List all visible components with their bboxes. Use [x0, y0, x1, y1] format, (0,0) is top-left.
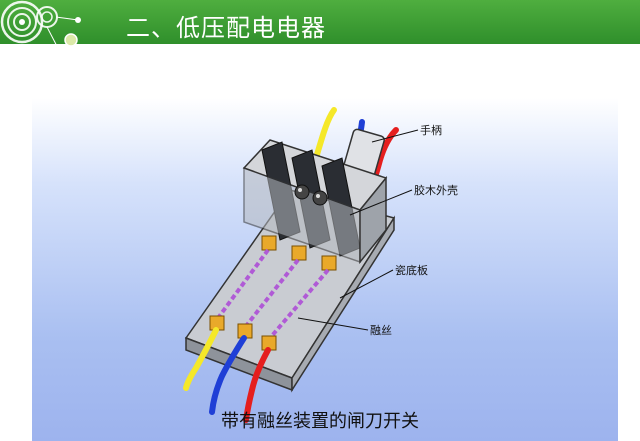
fuse-wire-3 — [268, 268, 330, 340]
leader-line-fuse — [297, 317, 369, 331]
leader-line-base — [339, 269, 394, 299]
screw-head-right — [312, 190, 328, 206]
screw-head-left — [294, 184, 310, 200]
bakelite-shell-side — [359, 175, 387, 265]
label-handle: 手柄 — [420, 124, 442, 137]
upper-terminal-3 — [321, 255, 337, 271]
fuse-wire-1 — [216, 248, 270, 320]
label-fuse-wire: 融丝 — [370, 324, 392, 337]
porcelain-base-side — [291, 215, 395, 393]
circles-logo-icon — [0, 0, 81, 55]
title-bar: 二、低压配电电器 — [0, 0, 640, 55]
label-bakelite-shell: 胶木外壳 — [414, 184, 458, 197]
blue-wire-bottom — [209, 335, 247, 415]
yellow-wire-bottom — [183, 327, 219, 391]
red-wire-bottom — [243, 347, 271, 423]
upper-terminal-1 — [261, 235, 277, 251]
upper-terminal-2 — [291, 245, 307, 261]
leader-line-shell — [349, 189, 413, 216]
label-porcelain-base: 瓷底板 — [395, 264, 428, 277]
page-title: 二、低压配电电器 — [126, 14, 326, 42]
diagram-caption: 带有融丝装置的闸刀开关 — [221, 411, 419, 432]
leader-line-handle — [371, 129, 419, 143]
fuse-wire-2 — [244, 258, 300, 328]
